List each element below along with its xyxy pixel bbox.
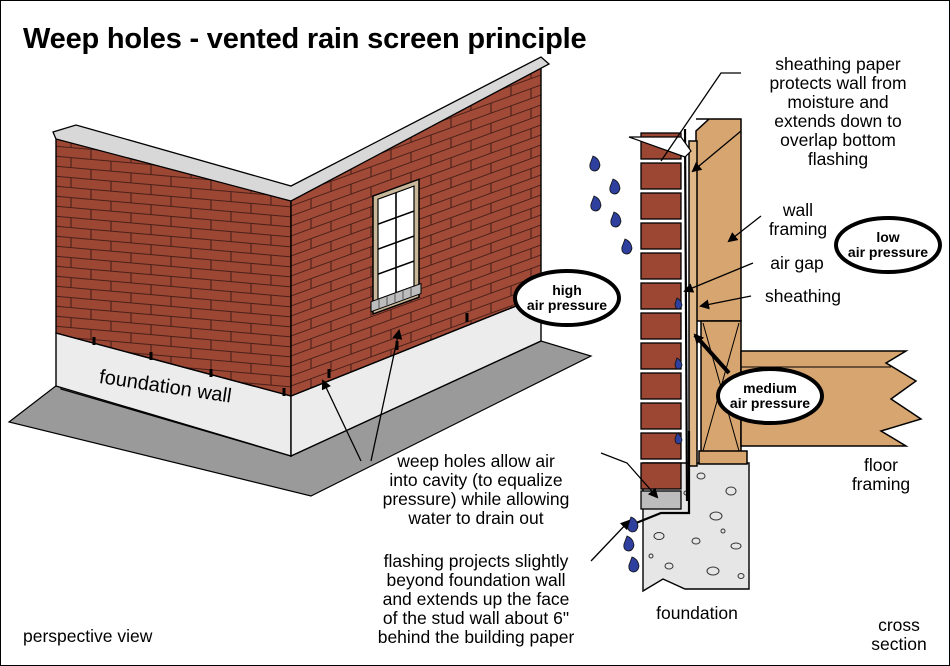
leader-weep-section bbox=[600, 452, 659, 499]
building-paper bbox=[683, 128, 689, 502]
medium-pressure-bubble bbox=[716, 367, 824, 425]
label-foundation: foundation bbox=[656, 603, 738, 623]
leader-sheathing bbox=[699, 295, 752, 310]
label-wall-framing: wall framing bbox=[768, 200, 828, 239]
leader-sheathing-paper-2 bbox=[691, 130, 742, 173]
leader-weep-left bbox=[321, 379, 362, 462]
leader-wall-framing bbox=[727, 215, 762, 243]
flashing-line bbox=[630, 431, 691, 527]
leader-flashing bbox=[590, 519, 631, 562]
leader-air-gap bbox=[683, 262, 754, 293]
water-drops bbox=[589, 155, 683, 573]
medium-pressure-arrow bbox=[693, 333, 731, 375]
weep-hole-marks bbox=[92, 285, 539, 396]
label-perspective-view: perspective view bbox=[23, 626, 153, 646]
wall-cap bbox=[52, 56, 551, 202]
label-sheathing-paper: sheathing paper protects wall from moist… bbox=[769, 54, 907, 169]
label-floor-framing: floor framing bbox=[851, 455, 911, 494]
label-flashing: flashing projects slightly beyond founda… bbox=[377, 551, 575, 647]
window bbox=[370, 178, 422, 316]
high-pressure-bubble bbox=[513, 269, 621, 327]
label-low-air-pressure: low air pressure bbox=[847, 229, 929, 260]
diagram-title: Weep holes - vented rain screen principl… bbox=[23, 23, 587, 55]
leader-lines bbox=[321, 72, 762, 562]
brick-column bbox=[640, 132, 682, 510]
label-high-air-pressure: high air pressure bbox=[526, 282, 608, 313]
sheathing-board bbox=[688, 140, 698, 467]
label-cross-section: cross section bbox=[871, 615, 927, 654]
leader-weep-right bbox=[370, 329, 403, 462]
label-air-gap: air gap bbox=[770, 253, 824, 273]
brick-top-cap bbox=[628, 136, 692, 158]
label-sheathing: sheathing bbox=[765, 286, 841, 306]
leader-sheathing-paper bbox=[660, 72, 741, 162]
label-weep-holes: weep holes allow air into cavity (to equ… bbox=[382, 451, 570, 528]
sill-plate bbox=[698, 450, 748, 465]
low-pressure-bubble bbox=[834, 216, 942, 274]
label-medium-air-pressure: medium air pressure bbox=[729, 380, 811, 411]
